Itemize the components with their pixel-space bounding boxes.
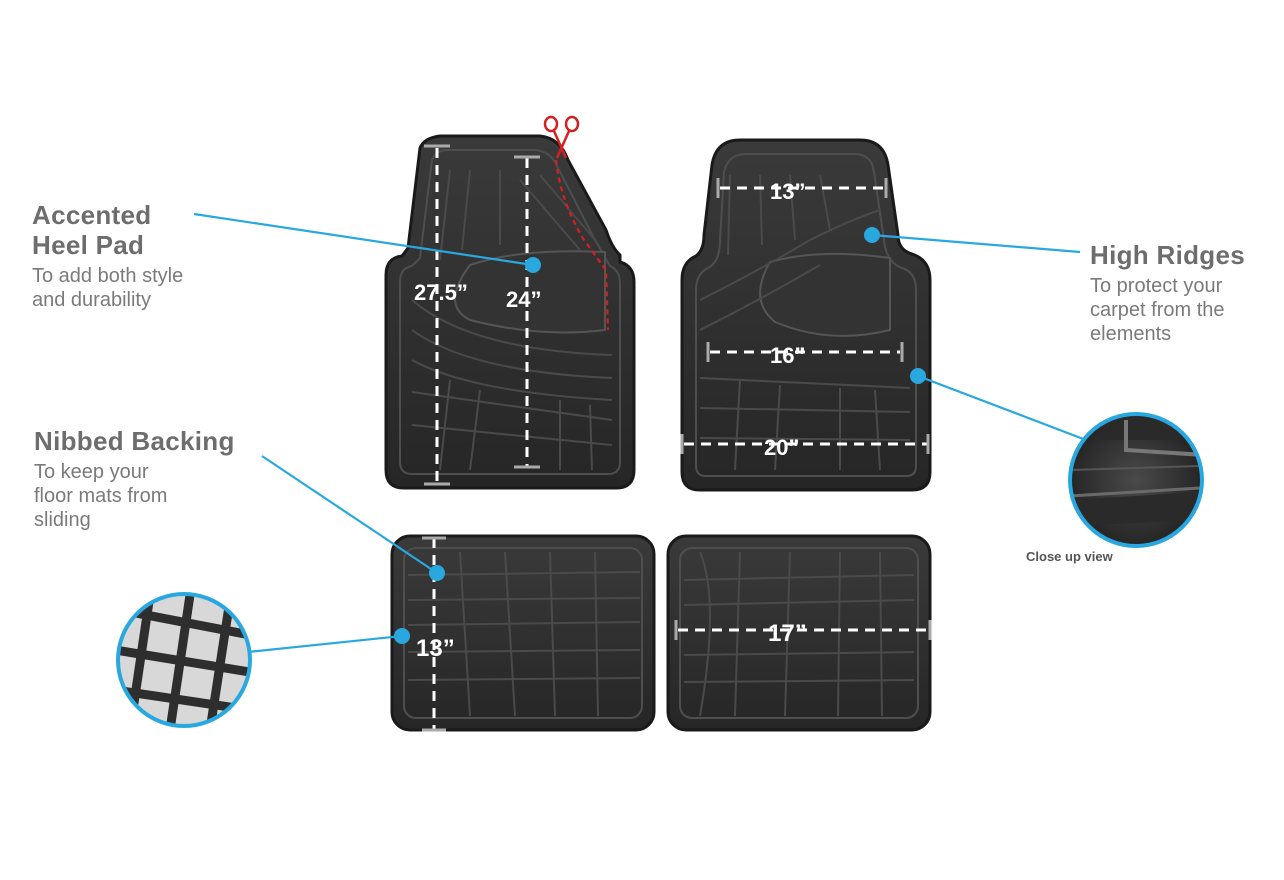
dimension-label-driver-length: 27.5” <box>414 280 468 305</box>
passenger-floor-mat <box>680 138 932 492</box>
callout-title-line: Heel Pad <box>32 230 145 260</box>
scissors-icon <box>543 115 580 159</box>
dimension-label-passenger-top: 13” <box>770 179 805 204</box>
callout-description: To protect your carpet from the elements <box>1090 274 1270 346</box>
dimension-label-driver-inner: 24” <box>506 287 541 312</box>
driver-floor-mat <box>384 134 636 490</box>
closeup-caption: Close up view <box>1026 549 1113 564</box>
callout-markers <box>394 227 926 644</box>
callout-title-line: Accented <box>32 200 152 230</box>
dimension-end-caps <box>422 144 932 732</box>
dimension-lines <box>432 148 928 730</box>
callout-desc-line: To protect your <box>1090 275 1223 297</box>
rear-left-floor-mat <box>390 534 656 732</box>
rear-right-floor-mat <box>666 534 932 732</box>
dimension-label-passenger-mid: 16” <box>770 343 805 368</box>
dimension-label-rear-left-height: 13” <box>416 635 455 662</box>
callout-desc-line: floor mats from <box>34 485 168 507</box>
callout-title: High Ridges <box>1090 240 1245 270</box>
dimension-label-passenger-bottom: 20” <box>764 435 799 460</box>
closeup-high-ridges <box>1068 412 1204 548</box>
callout-desc-line: and durability <box>32 289 151 311</box>
dimension-label-rear-right-width: 17” <box>768 620 807 647</box>
callout-title: Accented Heel Pad <box>32 200 262 260</box>
callout-desc-line: elements <box>1090 323 1172 345</box>
callout-desc-line: carpet from the <box>1090 299 1225 321</box>
callout-nibbed-backing: Nibbed Backing To keep your floor mats f… <box>34 426 294 532</box>
callout-title: Nibbed Backing <box>34 426 235 456</box>
closeup-nibbed-backing <box>116 592 252 728</box>
callout-desc-line: To add both style <box>32 265 184 287</box>
callout-desc-line: To keep your <box>34 461 149 483</box>
callout-accented-heel-pad: Accented Heel Pad To add both style and … <box>32 200 262 312</box>
callout-description: To add both style and durability <box>32 264 262 312</box>
callout-desc-line: sliding <box>34 509 91 531</box>
callout-leader-lines <box>193 212 1087 654</box>
callout-high-ridges: High Ridges To protect your carpet from … <box>1090 240 1270 346</box>
callout-description: To keep your floor mats from sliding <box>34 460 294 532</box>
